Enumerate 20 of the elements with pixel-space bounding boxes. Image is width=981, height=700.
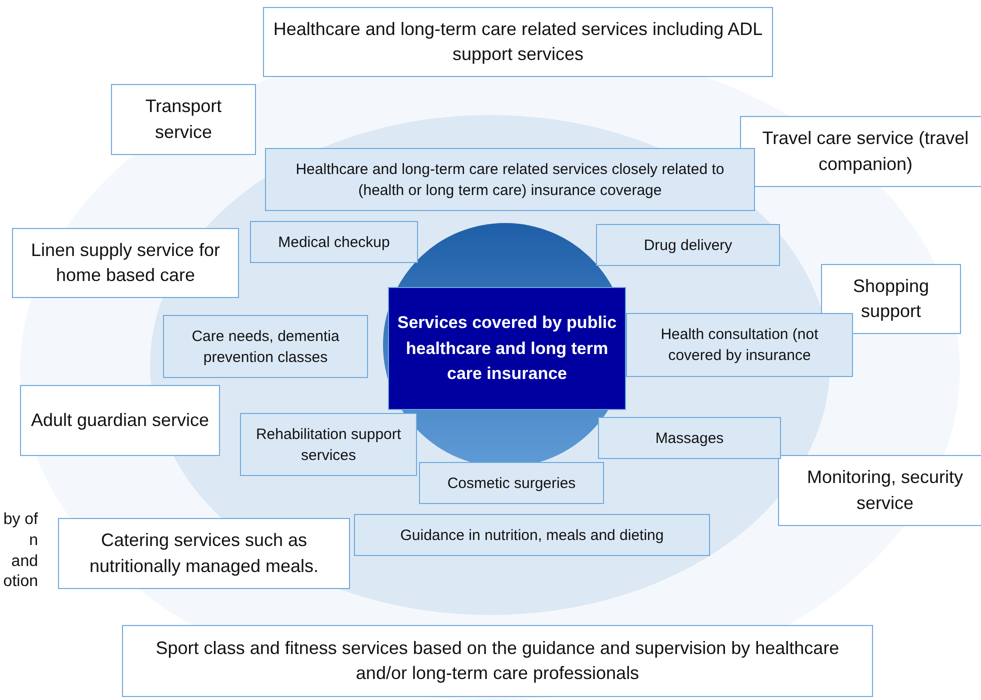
service-box: Shopping support bbox=[821, 264, 961, 334]
service-box: Catering services such as nutritionally managed meals. bbox=[58, 518, 350, 589]
cut-off-note: by of n and otion bbox=[2, 510, 38, 592]
service-box: Sport class and fitness services based on the guidance and supervision by healthcare and/or long-term care professionals bbox=[122, 625, 873, 697]
service-box: Medical checkup bbox=[250, 221, 418, 263]
service-box: Adult guardian service bbox=[20, 385, 220, 456]
service-box: Massages bbox=[598, 417, 781, 459]
service-box: Healthcare and long-term care related services including ADL support services bbox=[263, 7, 773, 77]
core-service-box: Services covered by public healthcare and long term care insurance bbox=[388, 287, 626, 410]
service-box: Transport service bbox=[111, 84, 256, 155]
service-box: Healthcare and long-term care related services closely related to (health or long term care) insurance coverage bbox=[265, 148, 755, 211]
service-box: Guidance in nutrition, meals and dieting bbox=[354, 514, 710, 556]
service-box: Rehabilitation support services bbox=[240, 413, 417, 476]
service-box: Monitoring, security service bbox=[778, 455, 981, 526]
service-box: Cosmetic surgeries bbox=[419, 462, 604, 504]
service-box: Linen supply service for home based care bbox=[12, 228, 239, 298]
service-box: Travel care service (travel companion) bbox=[740, 116, 981, 187]
service-box: Drug delivery bbox=[596, 224, 780, 266]
service-box: Health consultation (not covered by insurance bbox=[626, 313, 853, 377]
service-box: Care needs, dementia prevention classes bbox=[163, 315, 368, 378]
